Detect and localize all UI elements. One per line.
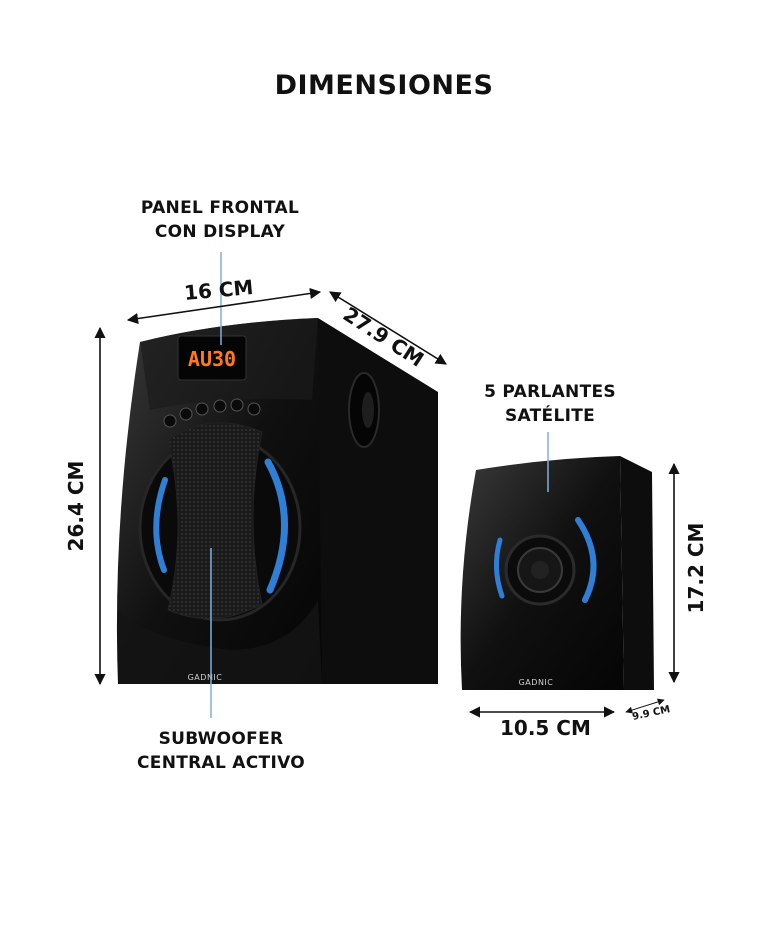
control-button-icon (247, 402, 261, 416)
display-text: AU30 (188, 347, 236, 371)
control-button-icon (195, 402, 209, 416)
brand-logo: GADNIC (188, 673, 223, 682)
control-buttons (163, 398, 261, 428)
sat-depth-arrow (625, 698, 665, 714)
subwoofer-label: SUBWOOFER CENTRAL ACTIVO (137, 729, 305, 773)
subwoofer: AU30 GADNIC (116, 318, 438, 684)
sub-depth-arrow (329, 291, 447, 365)
satellite-label: 5 PARLANTES SATÉLITE (484, 382, 616, 426)
front-panel-label: PANEL FRONTAL CON DISPLAY (140, 198, 300, 242)
sat-width-label: 10.5 CM (500, 716, 591, 740)
brand-logo: GADNIC (519, 678, 554, 687)
blue-accent-ring (153, 477, 168, 573)
control-button-icon (179, 407, 193, 421)
blue-accent-ring (264, 458, 288, 594)
control-button-icon (213, 399, 227, 413)
satellite-speaker: GADNIC (460, 456, 654, 690)
control-button-icon (163, 414, 177, 428)
page-title: DIMENSIONES (274, 70, 494, 101)
subwoofer-side (318, 318, 438, 684)
sub-height-label: 26.4 CM (64, 460, 88, 552)
blue-accent-ring (494, 537, 505, 599)
satellite-side (620, 456, 654, 690)
sat-height-label: 17.2 CM (684, 522, 708, 614)
display-panel (177, 335, 247, 381)
speaker-grille (167, 422, 263, 620)
sub-width-arrow (126, 287, 322, 325)
control-button-icon (230, 398, 244, 412)
blue-accent-ring (575, 517, 597, 603)
